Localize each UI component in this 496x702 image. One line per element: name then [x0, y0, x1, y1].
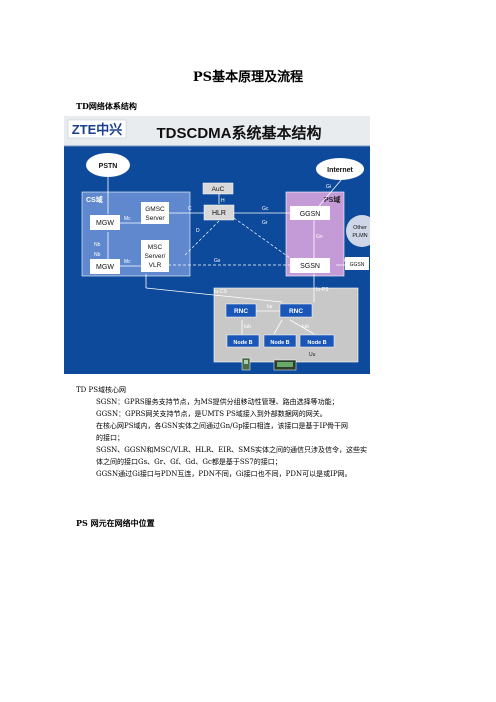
other-plmn-line1: Other	[353, 225, 367, 231]
section-heading-ps-element-position: PS 网元在网络中位置	[76, 518, 155, 528]
rnc-right-node	[279, 303, 313, 318]
other-ggsn-label: GGSN	[350, 262, 365, 268]
document-title: PS基本原理及流程	[192, 70, 304, 85]
notes-line-signaling: SGSN、GGSN和MSC/VLR、HLR、EIR、SMS实体之间的通信只涉及信…	[96, 446, 367, 454]
node-b-1	[226, 334, 260, 348]
auc-label: AuC	[212, 186, 225, 193]
iub-right-label: Iub	[302, 324, 309, 330]
notes-line-gn-gp: 在核心网PS域内，各GSN实体之间通过Gn/Gp接口相连，该接口是基于IP骨干网	[96, 422, 349, 430]
notes-line-ggsn: GGSN：GPRS网关支持节点，是UMTS PS域接入到外部数据网的网关。	[96, 410, 327, 418]
d-label: D	[196, 228, 200, 234]
other-plmn-line2: PLMN	[352, 233, 367, 239]
sgsn-label: SGSN	[300, 263, 320, 270]
rnc-left-label: RNC	[234, 308, 248, 315]
node-b-3-label: Node B	[307, 340, 326, 346]
node-b-1-label: Node B	[233, 340, 252, 346]
node-b-2	[263, 334, 297, 348]
other-plmn-cloud	[346, 215, 370, 247]
nb-bottom-label: Nb	[94, 252, 101, 258]
hlr-node	[203, 204, 235, 221]
gs-label: Gs	[214, 258, 221, 264]
node-b-2-label: Node B	[270, 340, 289, 346]
internet-label: Internet	[327, 167, 353, 174]
terminal-icon	[273, 359, 297, 371]
c-label: C	[188, 206, 192, 212]
notes-heading: TD PS域核心网	[76, 386, 127, 394]
iur-label: Iur	[267, 304, 273, 310]
notes-line-gn-gp-cont: 的接口；	[96, 434, 124, 442]
gi-label: Gi	[326, 184, 331, 190]
ggsn-label: GGSN	[300, 211, 321, 218]
pstn-cloud	[86, 153, 130, 177]
diagram-title: TDSCDMA系统基本结构	[157, 124, 322, 142]
gr-label: Gr	[262, 220, 268, 226]
h-label: H	[221, 198, 225, 204]
mgw-top-label: MGW	[96, 220, 114, 227]
internet-cloud	[316, 158, 364, 180]
gmsc-label-line2: Server	[145, 215, 165, 222]
tdscdma-architecture-diagram: ZTE中兴 TDSCDMA系统基本结构 CS域 PS域 PSTN Interne…	[64, 116, 370, 374]
mc-bottom-label: Mc	[124, 259, 131, 265]
node-b-3	[299, 334, 335, 348]
zte-logo-text: ZTE中兴	[72, 122, 123, 137]
uu-label: Uu	[309, 352, 316, 358]
notes-line-signaling-cont: 体之间的接口Gs、Gr、Gf、Gd、Gc都是基于SS7的接口；	[96, 458, 282, 466]
mgw-top-node	[90, 215, 120, 230]
msc-label-line1: MSC	[148, 244, 163, 251]
phone-icon	[241, 357, 251, 371]
iu-ps-label: Iu-PS	[316, 287, 329, 293]
gc-label: Gc	[262, 206, 269, 212]
sgsn-node	[290, 258, 330, 273]
gmsc-server-node	[141, 202, 169, 224]
ggsn-node	[290, 206, 330, 220]
iu-cs-label: Iu-CS	[214, 289, 227, 295]
gmsc-label-line1: GMSC	[145, 206, 165, 213]
cs-domain-label: CS域	[86, 195, 103, 204]
pstn-label: PSTN	[99, 163, 118, 170]
mc-top-label: Mc	[124, 216, 131, 222]
mgw-bottom-label: MGW	[96, 264, 114, 271]
rnc-left-node	[225, 303, 257, 318]
nb-top-label: Nb	[94, 242, 101, 248]
mgw-bottom-node	[90, 259, 120, 274]
msc-server-vlr-node	[141, 240, 169, 272]
ps-domain-label: PS域	[324, 195, 340, 204]
hlr-label: HLR	[212, 210, 226, 217]
ran-box	[213, 287, 359, 363]
zte-logo	[67, 119, 127, 139]
gp-label: Gp	[344, 258, 351, 264]
notes-line-gi: GGSN通过Gi接口与PDN互连，PDN不同，Gi接口也不同，PDN可以是或IP…	[96, 470, 352, 478]
msc-label-line3: VLR	[149, 262, 162, 269]
rnc-right-label: RNC	[289, 308, 303, 315]
other-ggsn-node	[345, 257, 369, 270]
iub-left-label: Iub	[244, 324, 251, 330]
msc-label-line2: Server/	[145, 253, 166, 260]
notes-line-sgsn: SGSN：GPRS服务支持节点，为MS提供分组移动性管理、路由选择等功能；	[96, 398, 339, 406]
auc-node	[202, 182, 234, 195]
gn-label: Gn	[316, 234, 323, 240]
section-heading-network-architecture: TD网络体系结构	[76, 101, 137, 111]
